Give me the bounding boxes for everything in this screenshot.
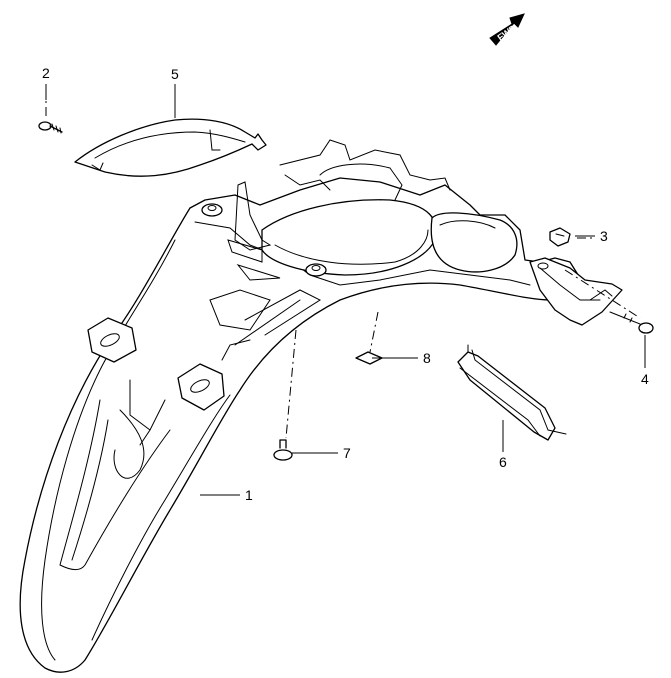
screw-part-2 — [38, 121, 63, 134]
leader-lines — [45, 84, 646, 496]
callout-labels: 1 2 3 4 5 6 7 8 — [42, 65, 649, 503]
callout-8: 8 — [423, 350, 431, 366]
callout-7: 7 — [343, 445, 351, 461]
forward-arrow-icon — [489, 13, 525, 46]
callout-4: 4 — [641, 371, 649, 387]
rear-fender-part-1 — [19, 139, 623, 673]
push-rivet-part-7 — [273, 439, 293, 461]
callout-6: 6 — [499, 454, 507, 470]
fwd-direction-badge: FWD — [489, 13, 525, 46]
callout-3: 3 — [600, 228, 608, 244]
callout-2: 2 — [42, 65, 50, 81]
callout-5: 5 — [171, 66, 179, 82]
upper-cover-part-5 — [74, 118, 267, 177]
fwd-label: FWD — [496, 23, 519, 43]
bolt-part-4 — [609, 311, 654, 334]
side-bracket-part-6 — [457, 344, 567, 441]
callout-1: 1 — [245, 487, 253, 503]
clip-nut-part-3 — [549, 227, 571, 247]
assembly-guide-lines — [45, 100, 641, 439]
